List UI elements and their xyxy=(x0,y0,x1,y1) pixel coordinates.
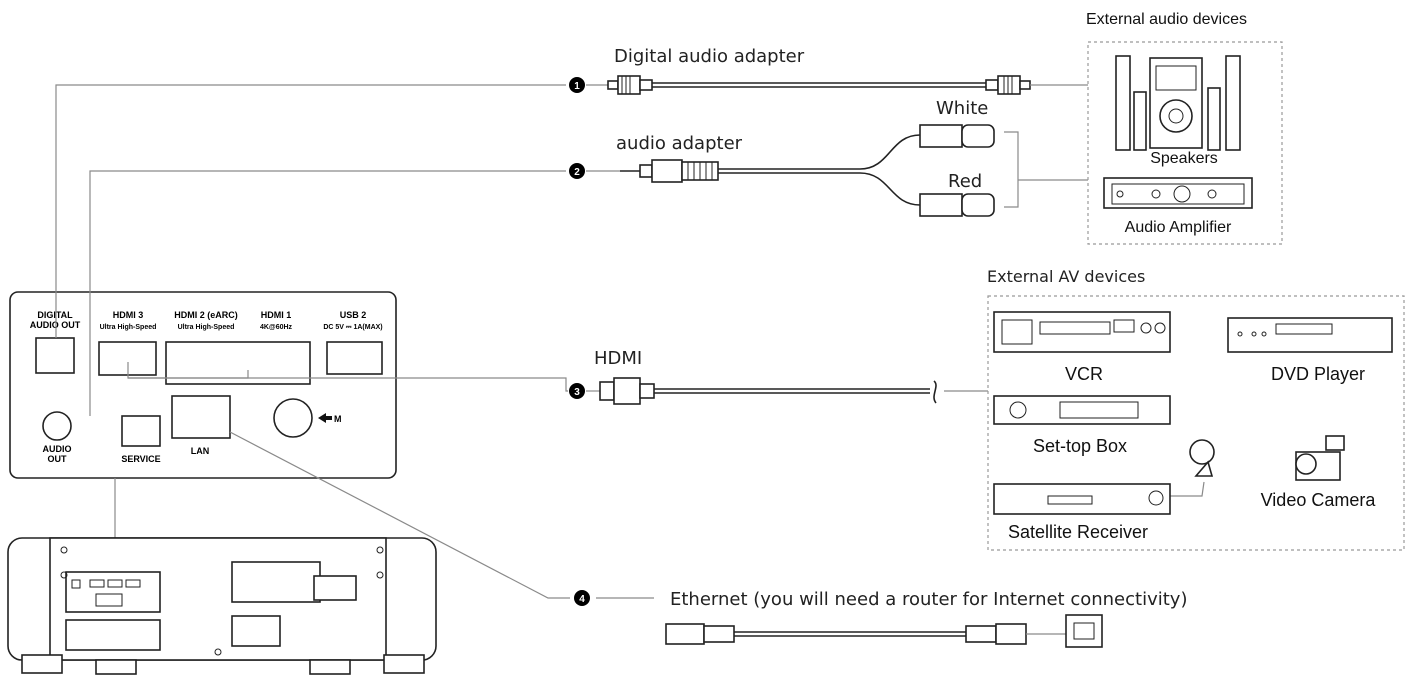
label-red: Red xyxy=(948,171,982,192)
port-sub-hdmi2: Ultra High-Speed xyxy=(178,324,235,331)
settop-label: Set-top Box xyxy=(1033,436,1127,456)
av-devices-group: External AV devices VCR DVD Player Set-t… xyxy=(987,267,1405,551)
digital-audio-cable: Digital audio adapter xyxy=(586,46,1088,95)
vcr-label: VCR xyxy=(1065,364,1103,384)
marker-1: 1 xyxy=(569,77,585,93)
marker-3: 3 xyxy=(569,383,585,399)
hdmi-cable: HDMI xyxy=(586,348,988,405)
leader-lines xyxy=(55,84,654,599)
projector-rear-view xyxy=(7,478,437,675)
amplifier-label: Audio Amplifier xyxy=(1125,219,1232,236)
port-label-lan: LAN xyxy=(191,446,210,456)
video-camera-icon xyxy=(1295,435,1345,481)
digital-audio-port xyxy=(35,337,75,374)
ethernet-cable: Ethernet (you will need a router for Int… xyxy=(665,589,1187,648)
hdmi-port-block xyxy=(165,341,311,385)
svg-text:1: 1 xyxy=(574,81,580,92)
av-group-title: External AV devices xyxy=(987,267,1145,286)
label-ethernet: Ethernet (you will need a router for Int… xyxy=(670,589,1187,610)
speakers-icon xyxy=(1115,55,1241,151)
svg-text:3: 3 xyxy=(574,387,580,398)
svg-text:2: 2 xyxy=(574,167,580,178)
marker-2: 2 xyxy=(569,163,585,179)
amplifier-icon xyxy=(1103,177,1253,209)
port-label-hdmi3: HDMI 3 xyxy=(113,310,144,320)
port-sub-hdmi1: 4K@60Hz xyxy=(260,324,293,331)
service-port xyxy=(121,415,161,447)
audio-adapter-cable: audio adapter White Red xyxy=(586,98,1088,217)
svg-text:4: 4 xyxy=(579,594,585,605)
dvd-label: DVD Player xyxy=(1271,364,1365,384)
rca-white-plug xyxy=(919,124,963,148)
port-label-hdmi2: HDMI 2 (eARC) xyxy=(174,310,238,320)
label-digital-audio-adapter: Digital audio adapter xyxy=(614,46,805,67)
satellite-receiver-icon xyxy=(993,483,1171,515)
port-sub-hdmi3: Ultra High-Speed xyxy=(100,324,157,331)
port-label-service: SERVICE xyxy=(121,454,160,464)
arrow-left-icon xyxy=(318,413,332,423)
usb2-port xyxy=(326,341,383,375)
settop-box-icon xyxy=(993,395,1171,425)
port-label-hdmi1: HDMI 1 xyxy=(261,310,292,320)
port-sub-usb2: DC 5V ⎓ 1A(MAX) xyxy=(323,324,382,331)
marker-4: 4 xyxy=(574,590,590,606)
label-white: White xyxy=(936,98,988,119)
label-hdmi: HDMI xyxy=(594,348,642,369)
port-label-m: M xyxy=(334,414,342,424)
m-port xyxy=(273,398,313,438)
label-audio-adapter: audio adapter xyxy=(616,133,743,154)
router-port-icon xyxy=(1065,614,1103,648)
satellite-dish-icon xyxy=(1170,439,1215,497)
audio-out-port xyxy=(42,411,72,441)
dvd-player-icon xyxy=(1227,317,1393,353)
audio-group-title: External audio devices xyxy=(1086,11,1247,28)
audio-devices-group: External audio devices Speakers Audio Am… xyxy=(1086,11,1283,245)
rca-red-plug xyxy=(919,193,963,217)
lan-port xyxy=(171,395,231,439)
vcr-icon xyxy=(993,311,1171,353)
satellite-label: Satellite Receiver xyxy=(1008,522,1148,542)
camera-label: Video Camera xyxy=(1261,490,1377,510)
speakers-label: Speakers xyxy=(1150,150,1218,167)
port-label-usb2: USB 2 xyxy=(340,310,367,320)
